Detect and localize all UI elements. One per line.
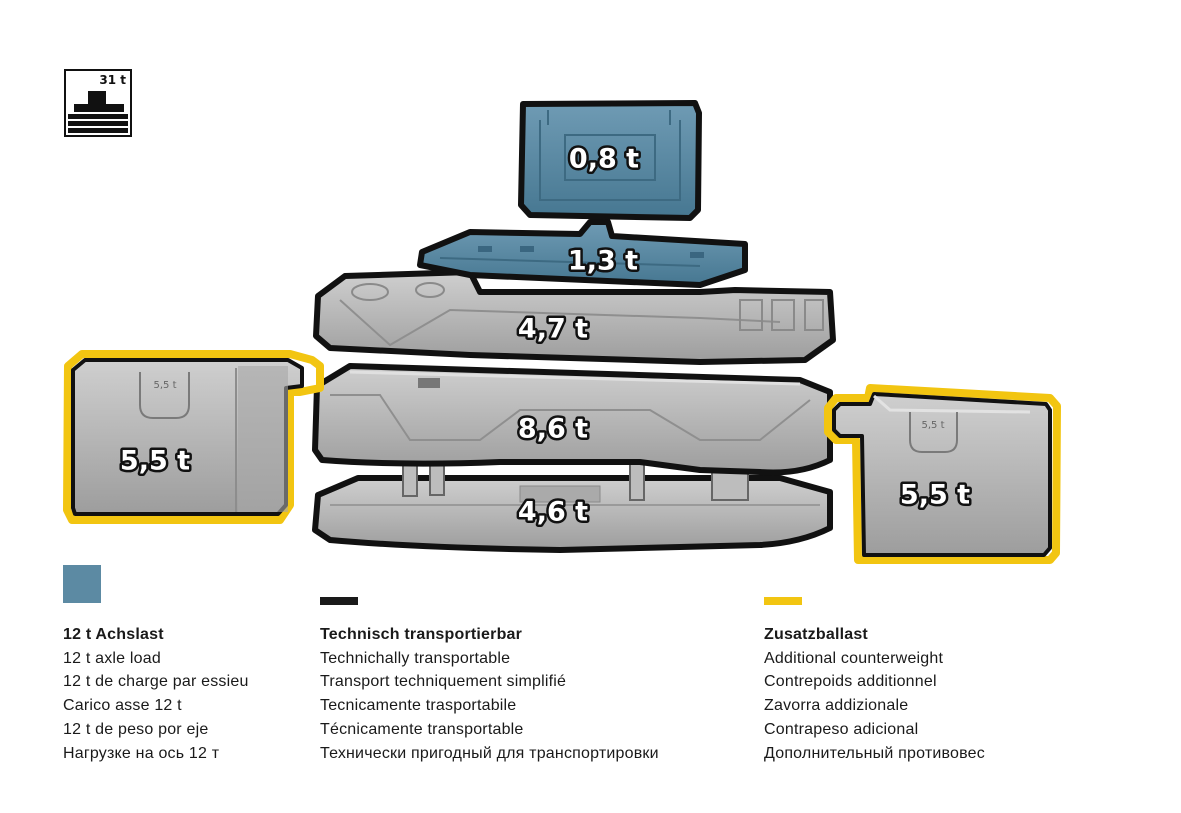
legend-title: Technisch transportierbar — [320, 626, 523, 643]
legend-line: 12 t de charge par essieu — [63, 673, 249, 691]
legend-line: 12 t axle load — [63, 649, 161, 667]
legend-line: Contrapeso adicional — [764, 720, 919, 738]
legend-title: Zusatzballast — [764, 626, 868, 643]
legend-title: 12 t Achslast — [63, 626, 164, 643]
top-counterweight: 0,8 t — [518, 100, 702, 221]
crane-icon — [88, 91, 106, 105]
legend-transportable: Technisch transportierbar Technichally t… — [320, 565, 659, 765]
legend-line: Нагрузке на ось 12 т — [63, 744, 220, 762]
legend-line: Технически пригодный для транспортировки — [320, 744, 659, 762]
legend-additional-ballast: Zusatzballast Additional counterweight C… — [764, 565, 985, 765]
weight-label-plate: 1,3 t — [568, 246, 638, 277]
legend-swatch-black — [320, 597, 358, 605]
legend-line: Carico asse 12 t — [63, 697, 182, 715]
weight-label-middle: 8,6 t — [518, 414, 588, 445]
middle-counterweight: 8,6 t — [312, 363, 833, 476]
base-counterweight: 4,6 t — [312, 454, 833, 553]
weight-label-left-side: 5,5 t — [120, 446, 190, 477]
stamp-right: 5,5 t — [921, 420, 944, 431]
legend-swatch-yellow — [764, 597, 802, 605]
upper-counterweight: 4,7 t — [313, 269, 836, 365]
legend-line: Additional counterweight — [764, 649, 944, 667]
weight-label-right-side: 5,5 t — [900, 480, 970, 511]
weight-label-upper: 4,7 t — [518, 314, 588, 345]
legend-line: Zavorra addizionale — [764, 697, 909, 715]
legend-line: Дополнительный противовес — [764, 744, 985, 762]
legend-line: 12 t de peso por eje — [63, 720, 209, 738]
legend-line: Technichally transportable — [320, 649, 511, 667]
right-side-ballast: 5,5 t 5,5 t — [824, 384, 1061, 564]
legend-line: Transport techniquement simplifié — [320, 673, 567, 691]
legend-swatch-blue — [63, 565, 101, 603]
legend-line: Técnicamente transportable — [320, 720, 524, 738]
badge-label: 31 t — [99, 73, 126, 87]
weight-class-badge: 31 t — [64, 69, 132, 137]
left-side-ballast: 5,5 t 5,5 t — [63, 350, 324, 524]
stamp-left: 5,5 t — [153, 380, 176, 391]
weight-label-base: 4,6 t — [518, 497, 588, 528]
weight-label-top: 0,8 t — [569, 144, 639, 175]
plate-counterweight: 1,3 t — [417, 219, 748, 288]
legend-line: Tecnicamente trasportabile — [320, 697, 517, 715]
legend-line: Contrepoids additionnel — [764, 673, 937, 691]
legend-axle-load: 12 t Achslast 12 t axle load 12 t de cha… — [63, 565, 249, 765]
